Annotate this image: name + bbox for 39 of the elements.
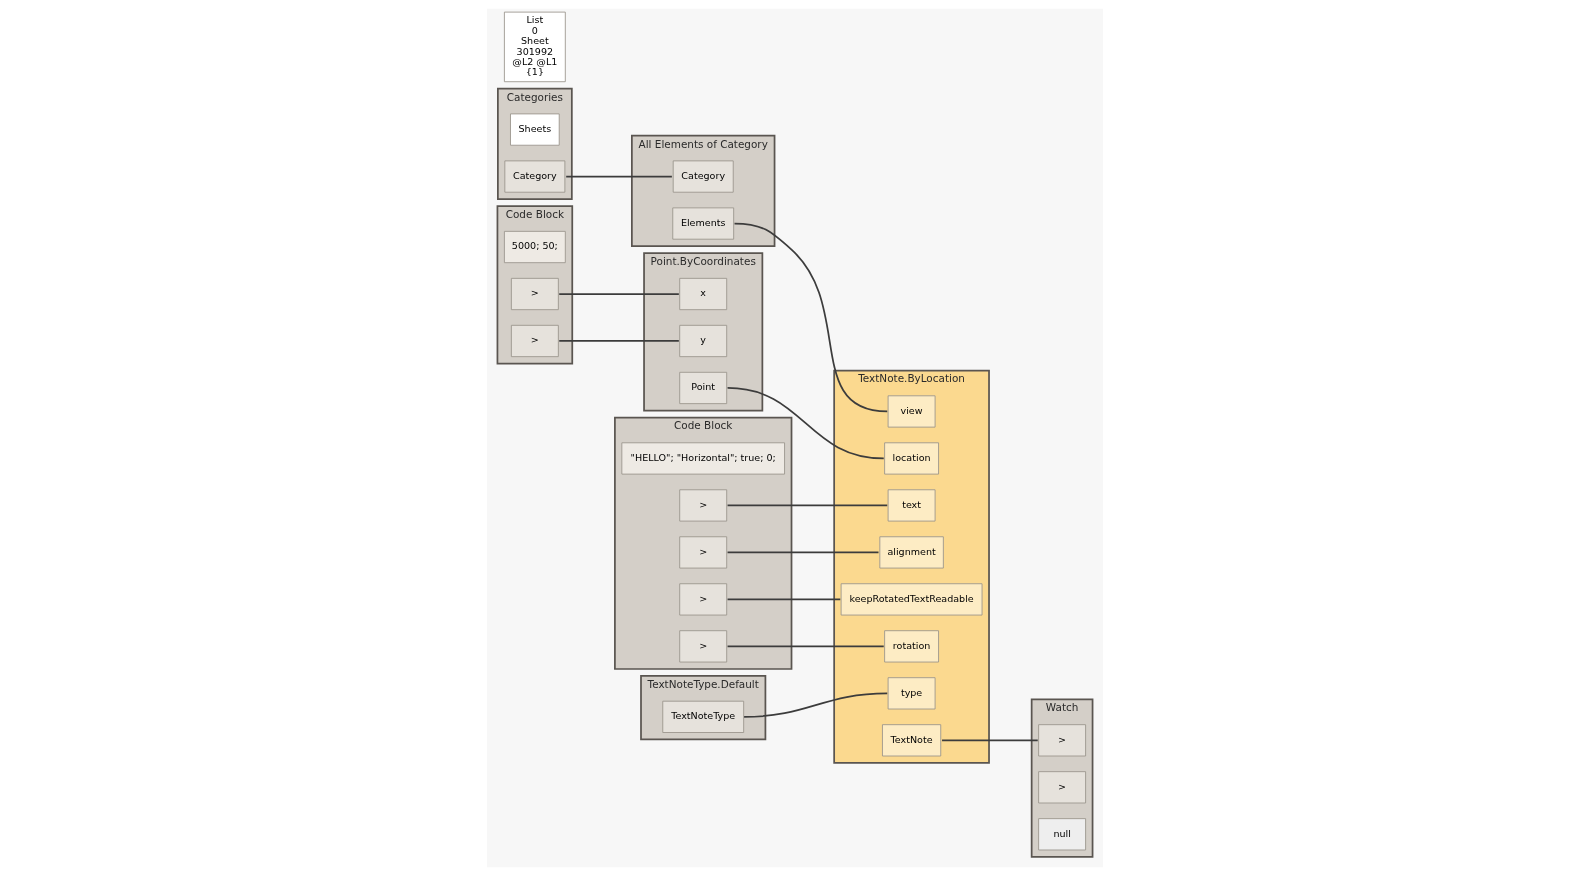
node-box: location bbox=[883, 442, 939, 475]
node-box: 5000; 50; bbox=[503, 230, 566, 264]
connector bbox=[726, 551, 879, 554]
node-box: List 0 Sheet 301992 @L2 @L1 {1} bbox=[503, 11, 566, 83]
node-box: > bbox=[678, 536, 727, 569]
node-box: type bbox=[887, 677, 935, 710]
node-box: TextNoteType bbox=[661, 700, 744, 733]
connector bbox=[940, 739, 1039, 742]
node-box: > bbox=[1037, 724, 1086, 757]
connector bbox=[733, 222, 888, 413]
connector bbox=[726, 387, 885, 460]
node-box: > bbox=[510, 324, 559, 358]
node-box: rotation bbox=[883, 630, 939, 663]
node-box: > bbox=[678, 630, 727, 663]
node-box: text bbox=[887, 489, 935, 522]
node-box: keepRotatedTextReadable bbox=[840, 583, 982, 616]
connector bbox=[564, 175, 673, 178]
connector bbox=[557, 293, 680, 295]
node-box: > bbox=[678, 583, 727, 616]
node-box: alignment bbox=[878, 536, 944, 569]
node-box: > bbox=[1037, 771, 1086, 804]
node-box: "HELLO"; "Horizontal"; true; 0; bbox=[620, 442, 785, 475]
node-box: > bbox=[678, 489, 727, 522]
node-box: null bbox=[1037, 818, 1086, 851]
connector bbox=[742, 692, 888, 718]
node-box: Category bbox=[503, 160, 565, 193]
connector bbox=[557, 340, 680, 342]
node-box: Elements bbox=[671, 207, 734, 240]
node-box: x bbox=[678, 277, 727, 311]
connector bbox=[726, 598, 841, 601]
connector bbox=[726, 645, 885, 648]
node-box: TextNote bbox=[881, 724, 941, 757]
node-box: > bbox=[510, 277, 559, 311]
node-box: Category bbox=[672, 160, 734, 193]
node-box: Point bbox=[678, 371, 727, 405]
node-box: Sheets bbox=[509, 113, 560, 146]
node-box: view bbox=[887, 395, 935, 428]
node-box: y bbox=[678, 324, 727, 358]
connector bbox=[726, 504, 888, 507]
